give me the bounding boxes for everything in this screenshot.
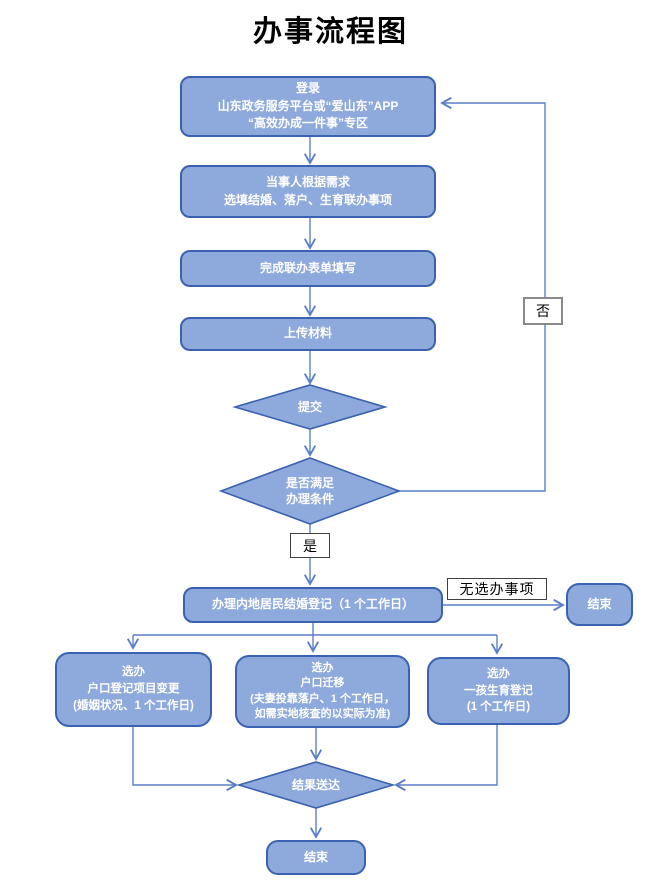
form-box: 完成联办表单填写: [180, 250, 436, 287]
option-change-line-3: (婚姻状况、1 个工作日): [73, 699, 194, 712]
end-right-box: 结束: [566, 583, 633, 626]
login-box: 登录 山东政务服务平台或“爱山东”APP “高效办成一件事”专区: [180, 76, 436, 137]
option-move-line-4: 如需实地核查的以实际为准): [254, 707, 391, 720]
end-bottom-box: 结束: [266, 840, 366, 875]
arrow-option-change-to-result: [132, 727, 238, 792]
option-move-line-3: (夫妻投靠落户、1 个工作日，: [250, 692, 395, 705]
demand-line-2: 选填结婚、落户、生育联办事项: [223, 192, 392, 207]
diamond-shapes: [218, 384, 402, 809]
upload-label: 上传材料: [283, 326, 332, 341]
option-birth-line-2: 一孩生育登记: [464, 684, 533, 697]
marriage-box: 办理内地居民结婚登记（1 个工作日）: [183, 587, 443, 623]
no-selection-label: 无选办事项: [447, 578, 547, 600]
option-change-line-2: 户口登记项目变更: [87, 683, 180, 696]
login-line-3: “高效办成一件事”专区: [247, 116, 368, 131]
result-diamond-shape: [236, 761, 396, 809]
option-move-line-1: 选办: [311, 661, 334, 674]
yes-label: 是: [290, 533, 330, 558]
option-move-box: 选办 户口迁移 (夫妻投靠落户、1 个工作日， 如需实地核查的以实际为准): [235, 655, 410, 728]
login-line-1: 登录: [295, 81, 320, 96]
page-title: 办事流程图: [252, 16, 408, 48]
submit-diamond-shape: [232, 384, 388, 430]
yes-text: 是: [303, 539, 317, 555]
upload-box: 上传材料: [180, 317, 436, 351]
form-label: 完成联办表单填写: [259, 260, 356, 275]
option-change-box: 选办 户口登记项目变更 (婚姻状况、1 个工作日): [55, 652, 212, 727]
end-bottom-label: 结束: [303, 849, 328, 864]
condition-diamond-shape: [218, 457, 402, 525]
demand-box: 当事人根据需求 选填结婚、落户、生育联办事项: [180, 165, 436, 218]
connectors: [126, 96, 565, 839]
option-birth-box: 选办 一孩生育登记 (1 个工作日): [427, 657, 570, 725]
arrow-option-birth-to-result: [394, 725, 498, 792]
login-line-2: 山东政务服务平台或“爱山东”APP: [217, 98, 399, 113]
marriage-label: 办理内地居民结婚登记（1 个工作日）: [211, 597, 414, 612]
option-move-line-2: 户口迁移: [300, 677, 345, 690]
option-change-line-1: 选办: [122, 666, 145, 679]
option-birth-line-3: (1 个工作日): [466, 701, 531, 714]
no-label: 否: [523, 297, 563, 325]
no-selection-text: 无选办事项: [459, 583, 535, 598]
end-right-label: 结束: [587, 596, 612, 611]
demand-line-1: 当事人根据需求: [265, 175, 350, 190]
no-text: 否: [536, 305, 550, 320]
option-birth-line-1: 选办: [487, 667, 510, 680]
